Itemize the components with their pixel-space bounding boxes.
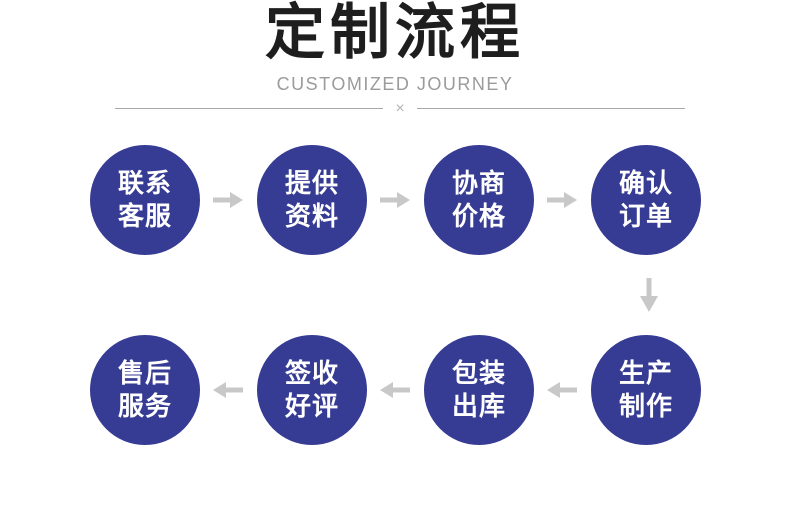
step-circle-provide-materials: 提供 资料 bbox=[257, 145, 367, 255]
step-label-line: 订单 bbox=[618, 201, 673, 231]
step-label-line: 好评 bbox=[284, 391, 339, 421]
step-label-line: 售后 bbox=[117, 358, 172, 388]
step-circle-sign-and-review: 签收 好评 bbox=[257, 335, 367, 445]
step-label-line: 服务 bbox=[117, 391, 172, 421]
step-label-line: 出库 bbox=[451, 391, 506, 421]
divider-x-glyph: × bbox=[395, 100, 405, 117]
step-circle-contact-service: 联系 客服 bbox=[90, 145, 200, 255]
step-circle-production: 生产 制作 bbox=[591, 335, 701, 445]
arrow-left-icon bbox=[380, 382, 410, 398]
step-label-line: 制作 bbox=[618, 391, 673, 421]
step-label-line: 确认 bbox=[618, 168, 673, 198]
arrow-left-icon bbox=[213, 382, 243, 398]
step-label-line: 提供 bbox=[284, 168, 339, 198]
step-label-line: 客服 bbox=[117, 201, 172, 231]
page-subtitle: CUSTOMIZED JOURNEY bbox=[276, 74, 514, 94]
step-circle-after-sales-service: 售后 服务 bbox=[90, 335, 200, 445]
arrow-right-icon bbox=[547, 192, 577, 208]
step-label-line: 生产 bbox=[618, 358, 673, 388]
step-circle-confirm-order: 确认 订单 bbox=[591, 145, 701, 255]
step-label-line: 包装 bbox=[451, 358, 506, 388]
divider-line-left bbox=[115, 108, 384, 109]
step-label-line: 资料 bbox=[284, 201, 339, 231]
arrow-down-icon bbox=[640, 278, 658, 312]
arrow-right-icon bbox=[380, 192, 410, 208]
step-label-line: 联系 bbox=[117, 168, 172, 198]
divider: × bbox=[115, 100, 685, 117]
step-circle-pack-and-ship: 包装 出库 bbox=[424, 335, 534, 445]
page-title: 定制流程 bbox=[265, 0, 525, 66]
step-label-line: 签收 bbox=[284, 358, 339, 388]
step-circle-negotiate-price: 协商 价格 bbox=[424, 145, 534, 255]
step-label-line: 价格 bbox=[451, 201, 506, 231]
arrow-right-icon bbox=[213, 192, 243, 208]
divider-line-right bbox=[416, 108, 685, 109]
step-label-line: 协商 bbox=[451, 168, 506, 198]
arrow-left-icon bbox=[547, 382, 577, 398]
